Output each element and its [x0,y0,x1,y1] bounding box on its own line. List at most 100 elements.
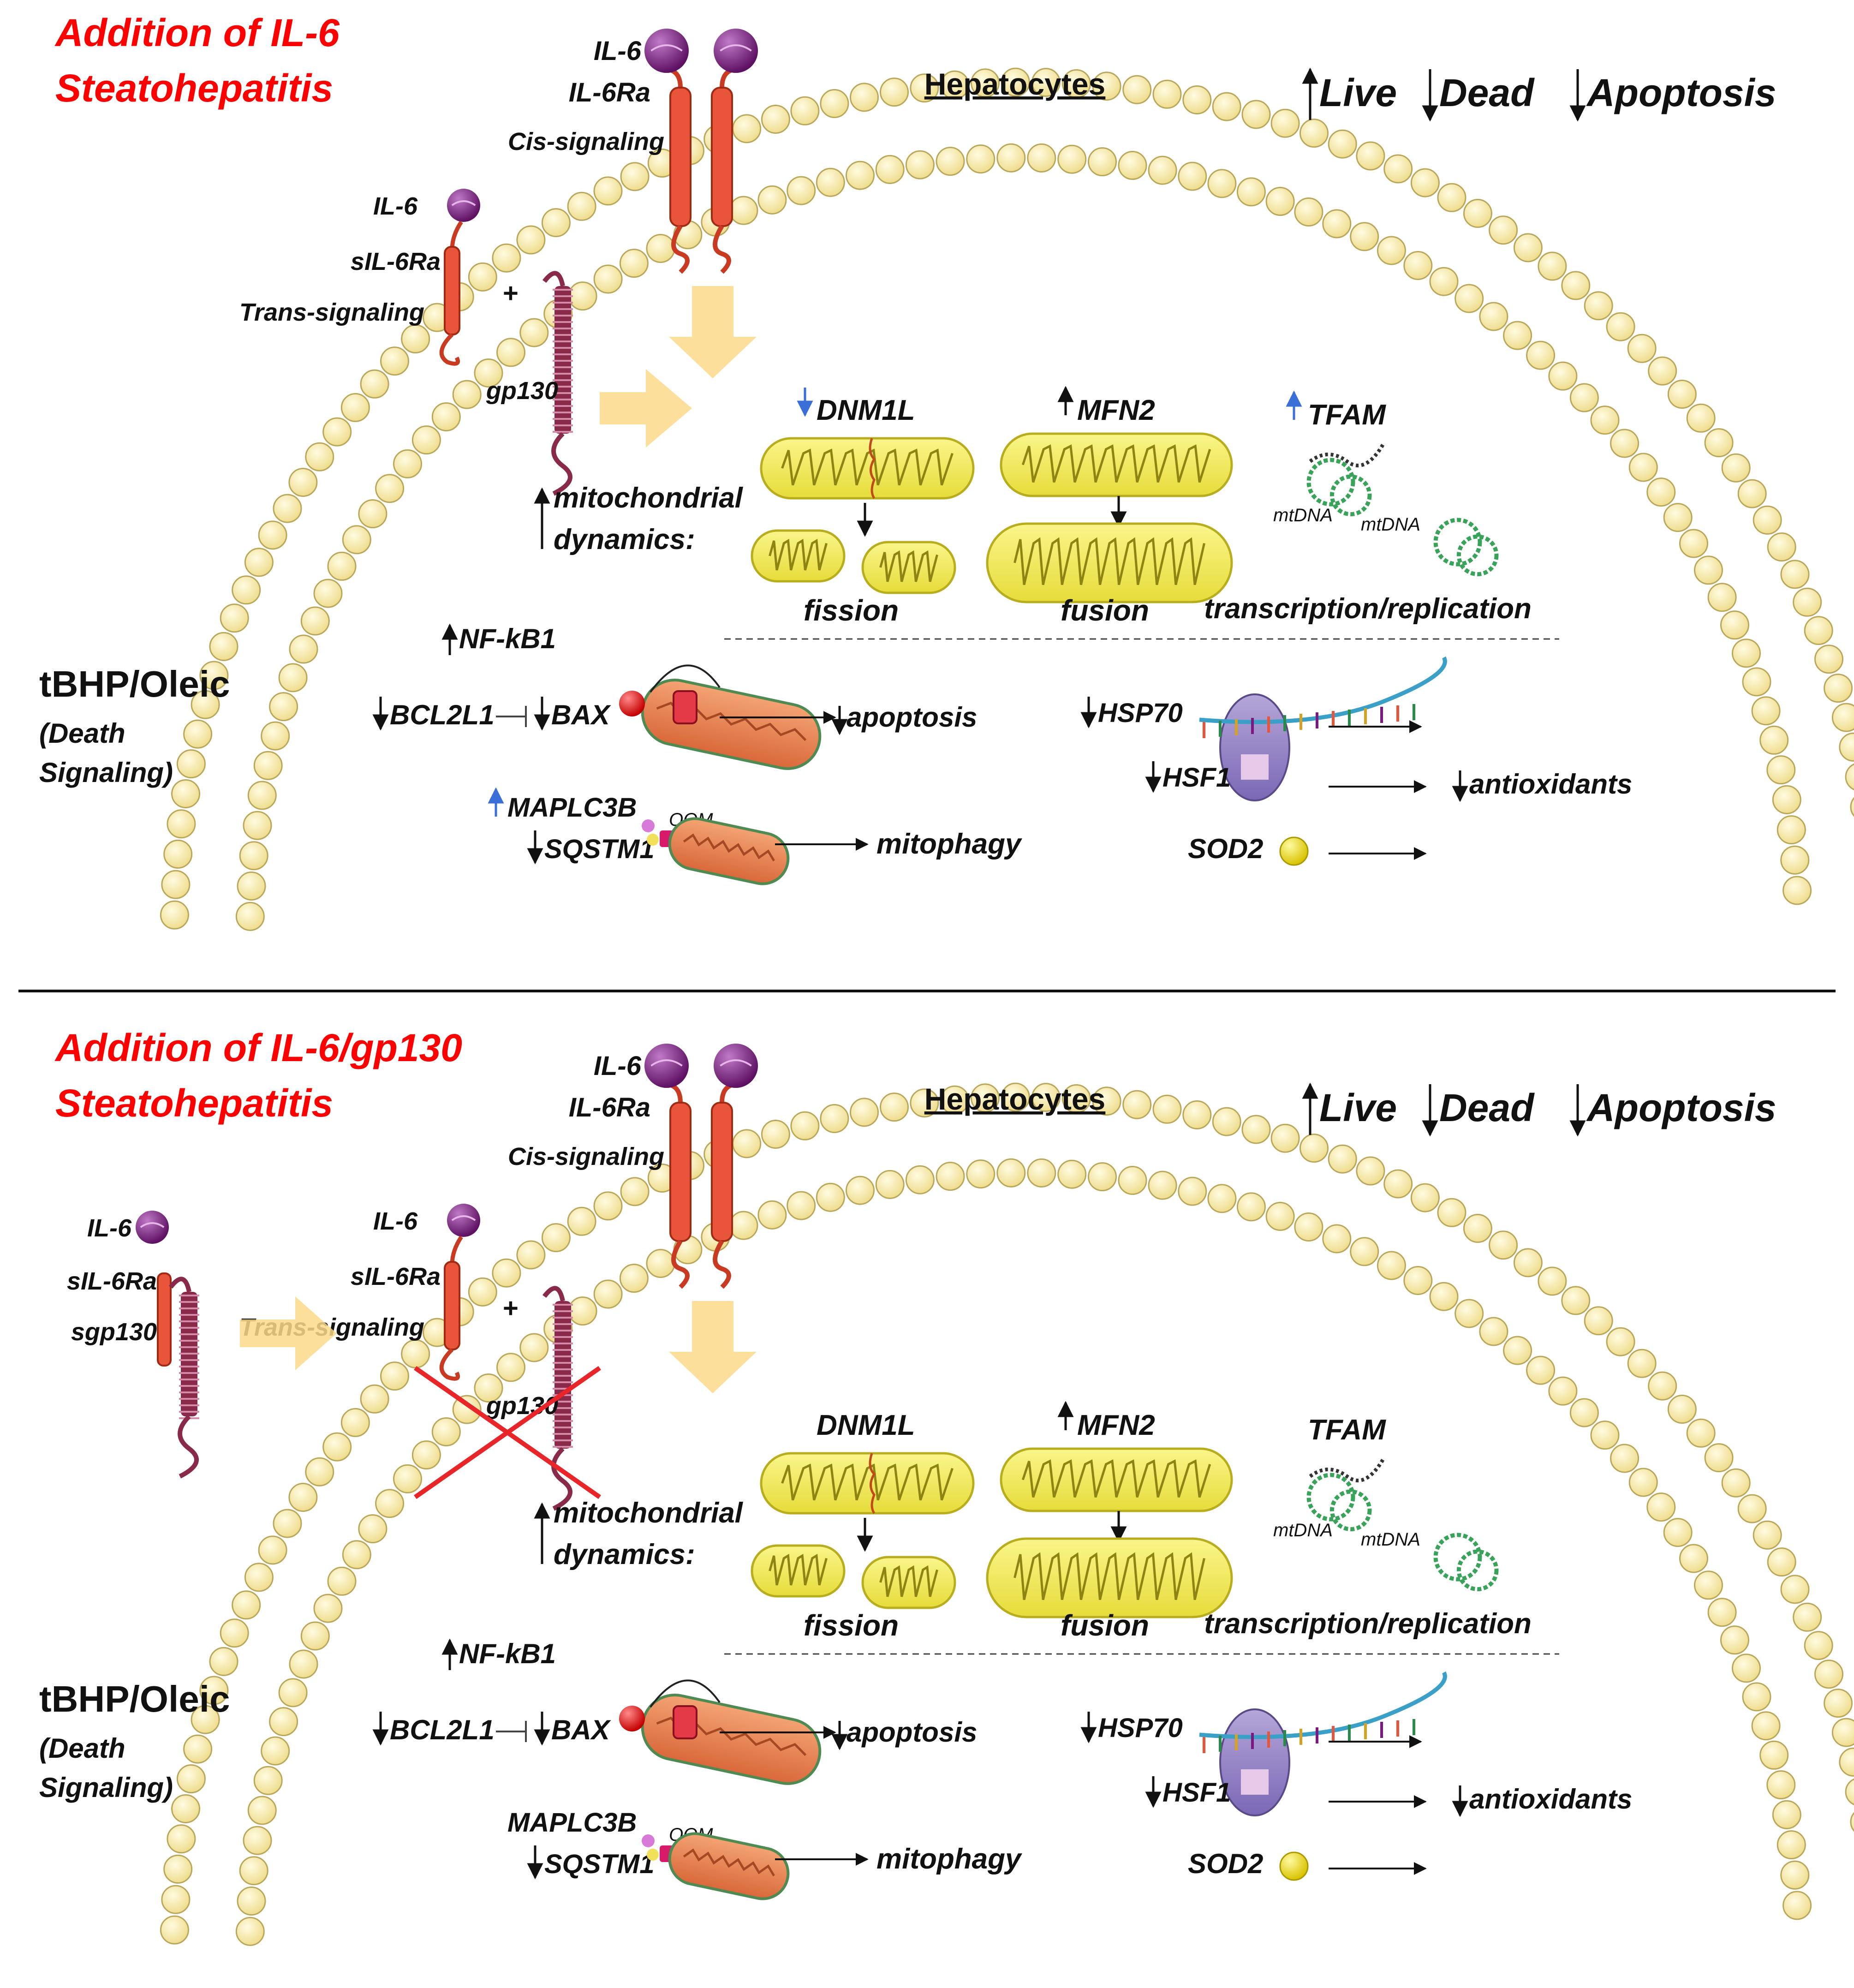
fission-constriction [869,438,876,499]
fission-label: fission [804,594,899,627]
cis-signaling-label: Cis-signaling [508,1143,664,1170]
sil6ra-label: sIL-6Ra [351,248,441,275]
block-cross-line [414,1366,601,1499]
cell-label: Hepatocytes [924,67,1106,101]
sqstm1-label: SQSTM1 [544,834,655,864]
bax-mitochondrion [641,1694,822,1785]
plus-sign: + [503,278,519,308]
fusion-label: fusion [1061,1609,1149,1642]
outcome-live: Live [1319,71,1397,114]
sgp130-sil6ra-label: sIL-6Ra [67,1267,157,1295]
sod2-label: SOD2 [1188,833,1263,864]
il6-ligand-bead [136,1211,169,1244]
bax-mitochondrion [641,679,822,770]
bax-curve [650,1679,721,1708]
tfam-protein-chain [1309,442,1386,467]
mtdna-label-2: mtDNA [1361,1529,1420,1550]
trans-signal-arrow [600,369,692,448]
gp130-receptor [542,1286,573,1511]
mitophagy-label: mitophagy [876,828,1023,860]
fusion-mitochondria [1000,1447,1233,1512]
transcription-label: transcription/replication [1204,1608,1532,1640]
il6ra-label: IL-6Ra [569,1093,650,1122]
death-signal-title: tBHP/Oleic [39,1678,230,1719]
fusion-mitochondria [1000,432,1233,497]
sod2-bead [1279,836,1309,866]
outcome-apoptosis: Apoptosis [1586,71,1777,114]
il6-label: IL-6 [594,36,642,66]
soluble-il6-receptor [439,1204,480,1381]
bcl2l1-label: BCL2L1 [390,1714,495,1745]
gp130-label: gp130 [486,377,558,405]
plus-sign: + [503,1293,519,1323]
cis-signaling-label: Cis-signaling [508,128,664,155]
fission-daughter-mito [861,1556,956,1609]
outcome-apoptosis: Apoptosis [1586,1086,1777,1129]
inner-lipid-heads [235,143,1812,931]
mito-dynamics-label-2: dynamics: [554,524,695,555]
outcome-dead: Dead [1439,71,1535,114]
il6-ligand-bead [644,1044,689,1088]
sgp130-il6-label: IL-6 [87,1214,132,1242]
apoptosis-label: apoptosis [847,1717,977,1748]
death-signal-title: tBHP/Oleic [39,663,230,704]
sgp130-complex [136,1211,199,1479]
p62-bead [647,1849,659,1861]
panel-title: Addition of IL-6 [54,11,340,54]
sqstm1-label: SQSTM1 [544,1849,655,1879]
p62-bead [647,834,659,846]
mito-dynamics-label: mitochondrial [554,482,744,514]
lc3b-bead [642,1834,655,1847]
outcome-dead: Dead [1439,1086,1535,1129]
bax-curve [650,664,721,693]
il6-receptor-complex [644,1044,758,1289]
fission-mitochondrion [760,1452,975,1515]
sil6ra-label: sIL-6Ra [351,1263,441,1290]
cis-signal-arrow [669,1301,757,1393]
hsp70-label: HSP70 [1098,1713,1183,1743]
sgp130-chain [169,1277,199,1479]
il6-ligand-bead [447,1204,480,1237]
maplc3b-label: MAPLC3B [507,1808,637,1838]
bax-pore [673,1705,697,1739]
hsp70-label: HSP70 [1098,698,1183,728]
outer-lipid-heads [160,67,1854,930]
mfn2-label: MFN2 [1077,394,1155,426]
sod2-bead [1279,1851,1309,1881]
fission-daughter-mito [751,1544,846,1598]
bax-pore [673,690,697,724]
mitophagy-mitochondrion [668,1832,790,1900]
antioxidants-label: antioxidants [1469,769,1632,800]
gp130-receptor [542,271,573,496]
trans-signaling-label: Trans-signaling [239,298,424,326]
mitophagy-label: mitophagy [876,1843,1023,1875]
mtdna-label: mtDNA [1273,1520,1333,1540]
mtdna-with-tfam [1306,458,1372,517]
outcome-live: Live [1319,1086,1397,1129]
mitophagy-mitochondrion [668,817,790,885]
death-signal-sub-2: Signaling) [39,757,173,788]
ribosome-translation [1199,656,1447,801]
nfkb1-label: NF-kB1 [459,623,556,654]
il6ra-label: IL-6Ra [569,78,650,107]
bax-label: BAX [551,1714,612,1745]
sgp130-label: sgp130 [71,1318,157,1346]
sgp130-arrow [240,1296,337,1370]
hsf1-label: HSF1 [1162,1778,1231,1808]
tfam-protein-chain [1309,1457,1386,1482]
sil6-ligand-label: IL-6 [373,192,418,220]
mtdna-label-2: mtDNA [1361,514,1420,535]
fission-constriction [869,1453,876,1514]
apoptosis-label: apoptosis [847,702,977,733]
fission-mitochondrion [760,437,975,500]
antioxidants-label: antioxidants [1469,1784,1632,1815]
mtdna-circle [1433,1533,1499,1592]
mtdna-with-tfam [1306,1473,1372,1532]
maplc3b-label: MAPLC3B [507,793,637,823]
sil6-ligand-label: IL-6 [373,1207,418,1235]
lc3b-bead [642,819,655,832]
fused-mitochondrion [986,1537,1233,1618]
